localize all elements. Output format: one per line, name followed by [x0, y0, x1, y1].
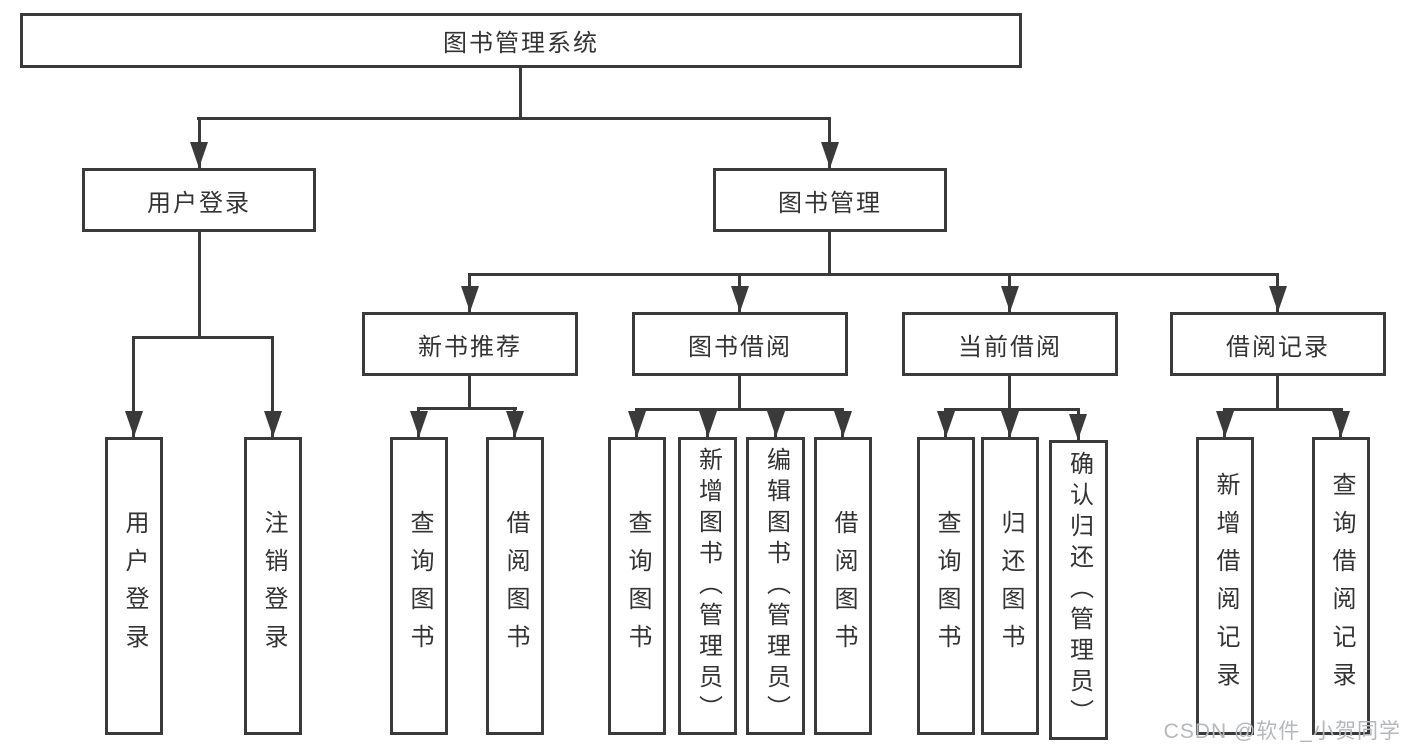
- arrowhead-icon: [1269, 286, 1287, 312]
- node-label: 借阅图书: [502, 510, 529, 662]
- node-borrow-records: 借阅记录: [1170, 312, 1386, 376]
- connector: [197, 117, 831, 120]
- node-label: 查询图书: [406, 510, 433, 662]
- arrowhead-icon: [834, 411, 852, 437]
- arrowhead-icon: [699, 411, 717, 437]
- connector: [1008, 376, 1011, 408]
- connector: [198, 232, 201, 336]
- node-label: 查询图书: [933, 510, 960, 662]
- node-label: 确认归还（管理员）: [1065, 450, 1093, 730]
- node-leaf-query-borrow-record: 查询借阅记录: [1312, 437, 1370, 735]
- arrowhead-icon: [125, 411, 143, 437]
- node-new-book-recommend: 新书推荐: [362, 312, 578, 376]
- node-label: 借阅图书: [830, 510, 857, 662]
- connector: [1223, 408, 1343, 411]
- node-leaf-edit-book-admin: 编辑图书（管理员）: [746, 437, 805, 735]
- node-label: 用户登录: [121, 510, 148, 662]
- node-label: 新增图书（管理员）: [694, 446, 722, 726]
- node-current-borrow: 当前借阅: [902, 312, 1118, 376]
- node-leaf-borrow-books-2: 借阅图书: [814, 437, 872, 735]
- node-leaf-add-borrow-record: 新增借阅记录: [1196, 437, 1254, 735]
- arrowhead-icon: [767, 411, 785, 437]
- node-leaf-query-books-2: 查询图书: [608, 437, 666, 735]
- arrowhead-icon: [506, 411, 524, 437]
- arrowhead-icon: [821, 142, 839, 168]
- node-leaf-add-book-admin: 新增图书（管理员）: [678, 437, 737, 735]
- arrowhead-icon: [1001, 286, 1019, 312]
- node-root: 图书管理系统: [20, 13, 1022, 68]
- connector: [635, 408, 844, 411]
- connector: [1276, 376, 1279, 408]
- node-label: 归还图书: [997, 510, 1024, 662]
- arrowhead-icon: [1216, 411, 1234, 437]
- connector: [519, 68, 522, 117]
- connector: [417, 407, 517, 410]
- connector: [468, 376, 471, 407]
- node-leaf-borrow-books-1: 借阅图书: [486, 437, 544, 735]
- arrowhead-icon: [1069, 414, 1087, 440]
- node-label: 注销登录: [260, 510, 287, 662]
- node-leaf-confirm-return-admin: 确认归还（管理员）: [1049, 440, 1108, 740]
- connector: [828, 232, 831, 273]
- node-leaf-user-login: 用户登录: [105, 437, 163, 735]
- node-book-management: 图书管理: [713, 168, 947, 232]
- connector: [132, 336, 135, 437]
- connector: [468, 273, 1279, 276]
- arrowhead-icon: [461, 286, 479, 312]
- connector: [738, 376, 741, 408]
- node-user-login: 用户登录: [82, 168, 316, 232]
- arrowhead-icon: [628, 411, 646, 437]
- node-leaf-query-books-1: 查询图书: [390, 437, 448, 735]
- arrowhead-icon: [1332, 411, 1350, 437]
- node-book-borrow: 图书借阅: [632, 312, 848, 376]
- arrowhead-icon: [190, 142, 208, 168]
- connector: [271, 336, 274, 437]
- node-label: 查询借阅记录: [1328, 472, 1355, 700]
- node-leaf-query-books-3: 查询图书: [917, 437, 975, 735]
- node-leaf-logout: 注销登录: [244, 437, 302, 735]
- arrowhead-icon: [410, 411, 428, 437]
- arrowhead-icon: [937, 411, 955, 437]
- node-leaf-return-books: 归还图书: [981, 437, 1039, 735]
- arrowhead-icon: [264, 411, 282, 437]
- node-label: 编辑图书（管理员）: [762, 446, 790, 726]
- node-label: 查询图书: [624, 510, 651, 662]
- watermark: CSDN @软件_小贺同学: [1163, 720, 1401, 743]
- connector: [132, 336, 274, 339]
- arrowhead-icon: [731, 286, 749, 312]
- connector: [944, 408, 1080, 411]
- node-label: 新增借阅记录: [1212, 472, 1239, 700]
- arrowhead-icon: [1001, 411, 1019, 437]
